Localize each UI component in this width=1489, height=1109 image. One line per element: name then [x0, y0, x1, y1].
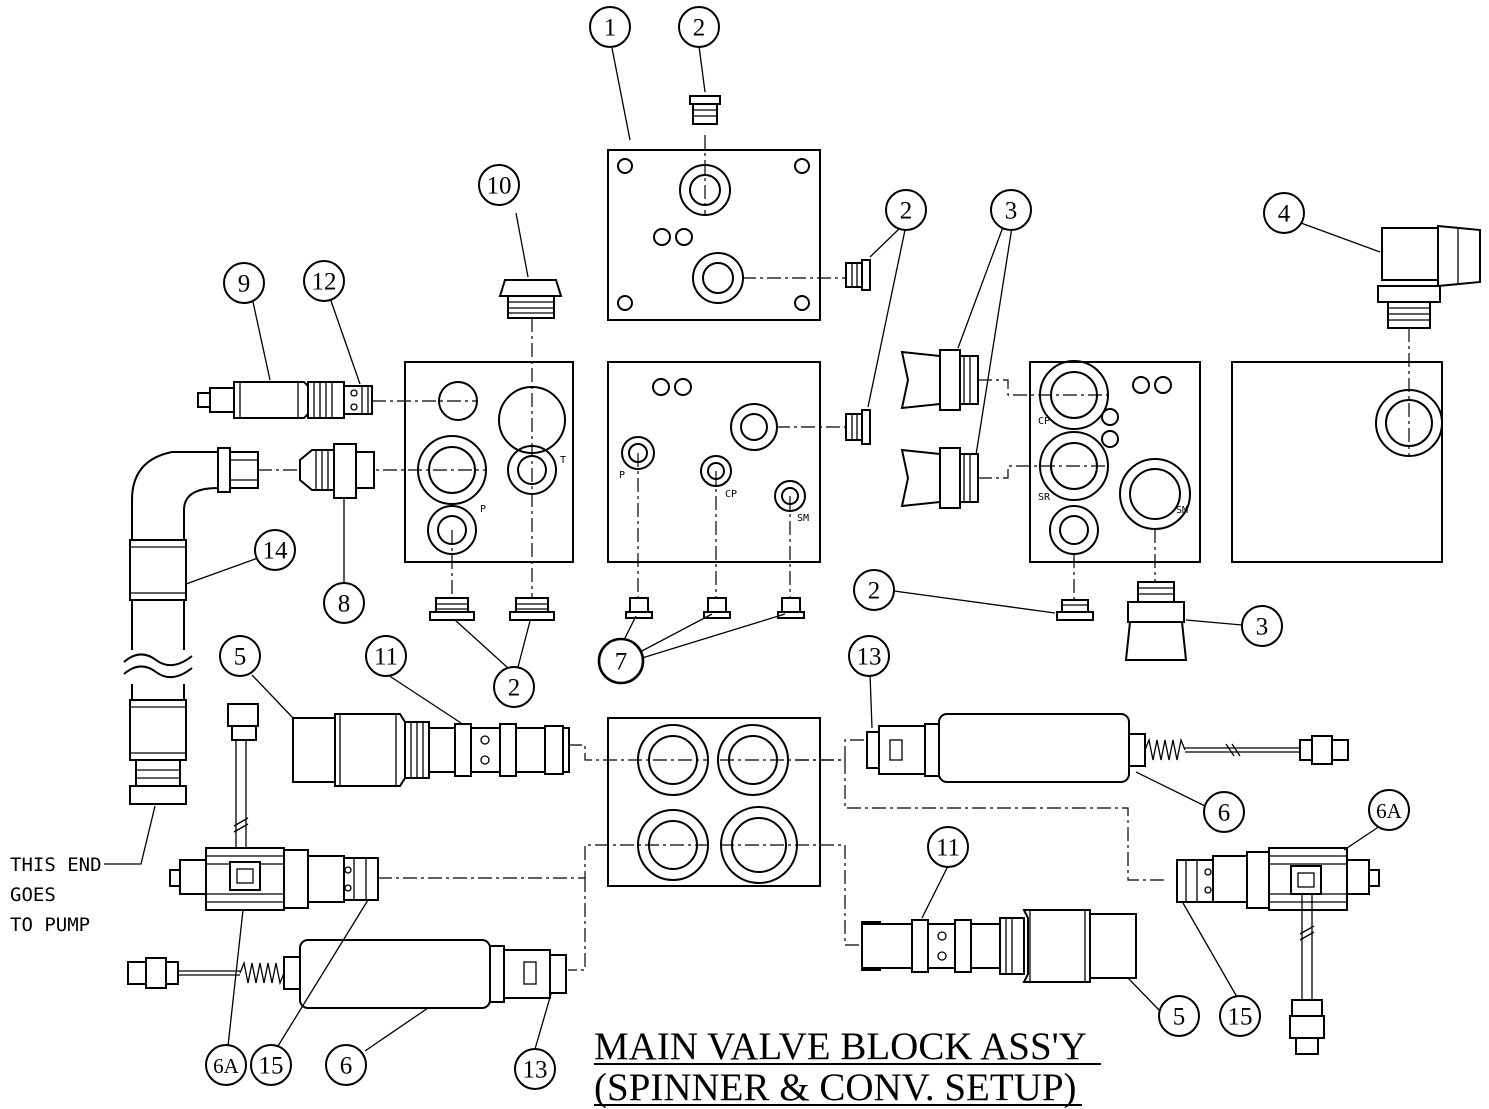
- block-center: [607, 361, 821, 563]
- leader-lines: [104, 45, 1381, 1052]
- plug-right-center: [845, 409, 871, 445]
- drawing-title: MAIN VALVE BLOCK ASS'Y (SPINNER & CONV. …: [594, 1025, 1101, 1109]
- coil-valve-left: [169, 703, 379, 911]
- port-label-cp-spinner: CP: [1038, 416, 1050, 427]
- pump-note: THIS END GOES TO PUMP: [10, 854, 102, 936]
- cartridge-valve-left: [292, 713, 570, 787]
- callout-2-right: 2: [885, 189, 927, 231]
- callout-1: 1: [589, 6, 631, 48]
- port-label-p-inlet: P: [480, 504, 486, 515]
- cartridge-valve-right: [861, 909, 1137, 983]
- elbow-fitting: [1377, 224, 1481, 329]
- callout-5-right: 5: [1158, 995, 1200, 1037]
- block-inlet: [404, 361, 574, 563]
- spinner-fitting-lower: [900, 447, 979, 509]
- pump-note-line-1: THIS END: [10, 854, 102, 876]
- pump-note-line-3: TO PUMP: [10, 914, 90, 936]
- block-end-cap: [1231, 361, 1443, 563]
- svg-text:11: 11: [374, 644, 398, 671]
- plug-top: [689, 95, 721, 125]
- svg-text:6: 6: [1218, 800, 1231, 827]
- svg-text:7: 7: [615, 649, 628, 676]
- svg-text:9: 9: [238, 271, 251, 298]
- port-label-sm-spinner: SM: [1176, 505, 1188, 516]
- callout-10: 10: [478, 164, 520, 206]
- port-label-sm-center: SM: [797, 513, 809, 524]
- callout-15-right: 15: [1219, 995, 1261, 1037]
- svg-text:3: 3: [1256, 614, 1269, 641]
- plug-bottom-spinner: [1056, 599, 1094, 621]
- callout-12: 12: [303, 260, 345, 302]
- svg-text:8: 8: [338, 591, 351, 618]
- callout-13-upper: 13: [848, 635, 890, 677]
- plug-right-cover: [845, 259, 871, 291]
- svg-text:12: 12: [312, 269, 337, 296]
- svg-text:6A: 6A: [213, 1054, 240, 1078]
- port-label-sr: SR: [1038, 492, 1051, 503]
- svg-text:2: 2: [693, 15, 706, 42]
- hose-assembly: [123, 447, 259, 805]
- callout-9: 9: [223, 262, 265, 304]
- callout-3-upper: 3: [990, 189, 1032, 231]
- callout-6-lower: 6: [325, 1044, 367, 1086]
- callout-2-inlet: 2: [493, 666, 535, 708]
- callout-3-lower: 3: [1241, 605, 1283, 647]
- title-line-2: (SPINNER & CONV. SETUP): [594, 1066, 1077, 1109]
- coil-valve-right: [1176, 847, 1380, 1055]
- plug-bottom-inlet-1: [429, 597, 475, 621]
- solenoid-valve-upper: [866, 713, 1349, 783]
- callout-2-top: 2: [678, 6, 720, 48]
- orifice-plugs: [625, 597, 805, 619]
- callout-2-spinner: 2: [853, 569, 895, 611]
- callout-6A-right: 6A: [1368, 789, 1410, 831]
- svg-text:14: 14: [263, 538, 289, 565]
- svg-text:5: 5: [234, 644, 247, 671]
- svg-text:3: 3: [1005, 198, 1018, 225]
- plug-bottom-inlet-2: [509, 597, 555, 621]
- svg-text:11: 11: [936, 835, 960, 862]
- svg-text:2: 2: [508, 675, 521, 702]
- pump-note-line-2: GOES: [10, 884, 56, 906]
- svg-text:15: 15: [1228, 1004, 1253, 1031]
- title-line-1: MAIN VALVE BLOCK ASS'Y: [594, 1025, 1087, 1068]
- svg-text:15: 15: [259, 1053, 284, 1080]
- callout-7: 7: [597, 637, 645, 685]
- callout-4: 4: [1263, 192, 1305, 234]
- callout-15-left: 15: [250, 1044, 292, 1086]
- svg-text:2: 2: [868, 578, 881, 605]
- svg-text:5: 5: [1173, 1004, 1186, 1031]
- relief-valve: [197, 381, 373, 419]
- block-spinner: [1029, 360, 1201, 563]
- port-label-p-center: P: [619, 470, 625, 481]
- solenoid-valve-lower: [127, 939, 567, 1009]
- callout-11-right: 11: [927, 826, 969, 868]
- svg-text:2: 2: [900, 198, 913, 225]
- callout-14: 14: [254, 529, 296, 571]
- svg-text:4: 4: [1278, 201, 1291, 228]
- svg-text:6: 6: [340, 1053, 353, 1080]
- port-label-cp-center: CP: [725, 489, 737, 500]
- svg-text:13: 13: [857, 644, 882, 671]
- spinner-fitting-upper: [900, 349, 979, 411]
- center-lines: [258, 135, 1410, 971]
- block-top-cover: [607, 149, 821, 321]
- callout-5-left: 5: [219, 635, 261, 677]
- callout-8: 8: [323, 582, 365, 624]
- spinner-fitting-bottom: [1124, 581, 1188, 661]
- fitting-top-inlet: [498, 279, 563, 319]
- callout-11-left: 11: [365, 635, 407, 677]
- adapter-fitting: [299, 443, 375, 499]
- block-main-valve: [607, 717, 821, 887]
- callout-6-upper: 6: [1203, 791, 1245, 833]
- callout-6A-left: 6A: [205, 1044, 247, 1086]
- callout-13-lower: 13: [514, 1048, 556, 1090]
- svg-text:6A: 6A: [1376, 799, 1403, 823]
- svg-text:1: 1: [604, 15, 617, 42]
- svg-text:13: 13: [523, 1057, 548, 1084]
- svg-text:10: 10: [487, 173, 512, 200]
- port-label-t: T: [560, 455, 566, 466]
